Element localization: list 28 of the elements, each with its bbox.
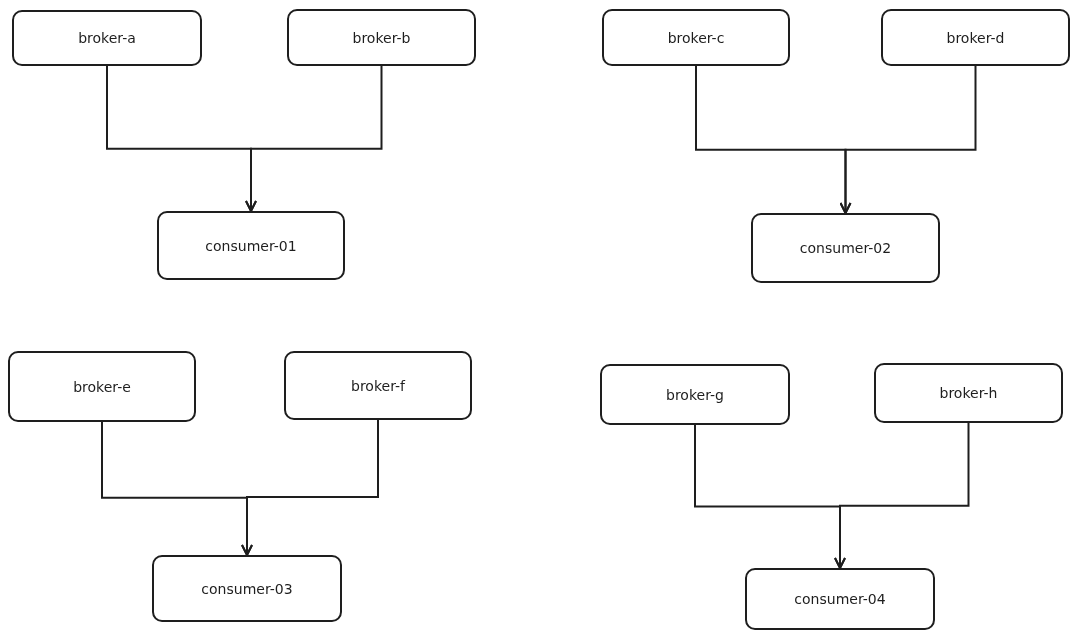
node-label: broker-f (351, 377, 405, 394)
node-label: broker-h (939, 385, 998, 401)
arrow (245, 65, 383, 212)
process-box (8, 351, 196, 422)
arrow (241, 419, 379, 556)
node-label: consumer-03 (201, 580, 293, 597)
process-box (751, 213, 940, 283)
node-label: consumer-04 (794, 591, 886, 607)
process-box (874, 363, 1063, 423)
node-label: broker-b (352, 29, 411, 46)
node-label: broker-d (946, 29, 1005, 46)
process-box (287, 9, 476, 66)
arrow (839, 65, 977, 214)
node-label: broker-g (666, 386, 724, 403)
process-box (284, 351, 472, 420)
process-box (157, 211, 345, 280)
process-box (152, 555, 342, 622)
process-box (600, 364, 790, 425)
node-label: broker-e (73, 378, 131, 395)
node-label: broker-a (78, 30, 136, 46)
node-label: consumer-02 (799, 240, 892, 256)
process-box (881, 9, 1070, 66)
process-box (12, 10, 202, 66)
arrow (834, 422, 970, 569)
process-box (745, 568, 935, 630)
node-label: consumer-01 (205, 237, 297, 254)
process-box (602, 9, 790, 66)
node-label: broker-c (667, 29, 725, 46)
